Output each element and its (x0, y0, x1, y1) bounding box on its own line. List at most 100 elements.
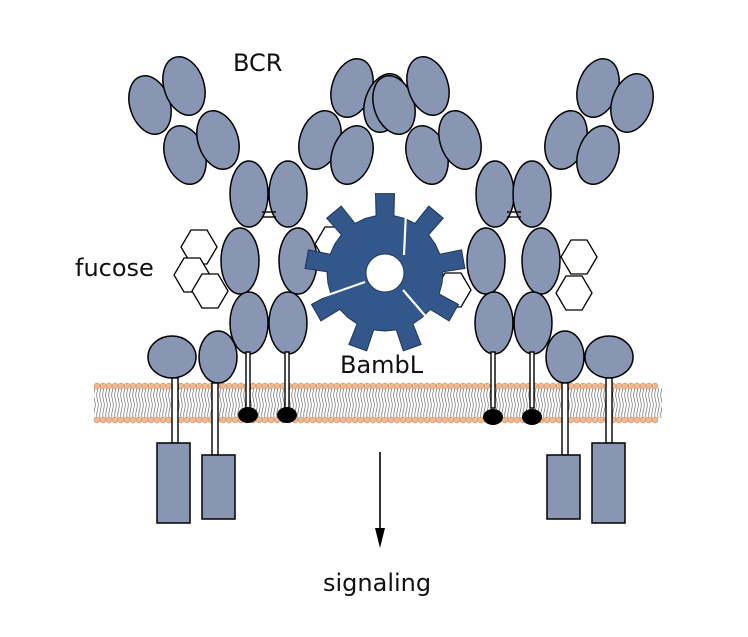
lipid-head (543, 382, 551, 390)
lipid-head (555, 416, 563, 424)
fc-domain (474, 291, 514, 355)
lipid-head (387, 382, 395, 390)
lipid-head (585, 382, 593, 390)
fab-domain (610, 73, 654, 133)
lipid-head (471, 416, 479, 424)
fucose-hexagon (191, 273, 229, 309)
lipid-head (135, 382, 143, 390)
lipid-head (615, 416, 623, 424)
lipid-head (405, 416, 413, 424)
lipid-head (333, 416, 341, 424)
bcr-label: BCR (233, 49, 283, 77)
lipid-anchors (238, 407, 542, 425)
lipid-head (459, 416, 467, 424)
hinge-links (262, 211, 521, 218)
lipid-head (447, 416, 455, 424)
fucose-label: fucose (75, 254, 154, 282)
ig-beta-tail (546, 454, 581, 520)
lipid-head (339, 382, 347, 390)
lipid-head (447, 382, 455, 390)
ig-beta-tail (201, 454, 236, 520)
lipid-head (231, 382, 239, 390)
lipid-head (201, 382, 209, 390)
lipid-head (351, 416, 359, 424)
lipid-head (549, 382, 557, 390)
lipid-head (537, 382, 545, 390)
lipid-head (339, 416, 347, 424)
lipid-head (315, 382, 323, 390)
ig-alpha-domain (584, 335, 634, 379)
lipid-head (255, 382, 263, 390)
lipid-head (177, 382, 185, 390)
lipid-head (147, 416, 155, 424)
lipid-head (303, 382, 311, 390)
lipid-head (345, 416, 353, 424)
fab-domain (162, 56, 206, 116)
lipid-head (615, 382, 623, 390)
fc-domain (521, 227, 561, 295)
lipid-head (135, 416, 143, 424)
lipid-head (153, 416, 161, 424)
lipid-head (621, 416, 629, 424)
lipid-head (429, 416, 437, 424)
lipid-head (639, 382, 647, 390)
lipid-head (309, 382, 317, 390)
lipid-head (123, 416, 131, 424)
lipid-head (507, 382, 515, 390)
lipid-head (357, 382, 365, 390)
lipid-head (321, 382, 329, 390)
lipid-head (177, 416, 185, 424)
lipid-head (225, 416, 233, 424)
lipid-head (123, 382, 131, 390)
lipid-head (459, 382, 467, 390)
lipid-head (393, 416, 401, 424)
lipid-head (471, 382, 479, 390)
lipid-head (375, 416, 383, 424)
lipid-head (513, 416, 521, 424)
lipid-head (627, 382, 635, 390)
ig-beta-domain (545, 330, 585, 384)
lipid-head (435, 416, 443, 424)
lipid-head (417, 416, 425, 424)
lipid-head (591, 416, 599, 424)
lipid-head (573, 382, 581, 390)
lipid-head (273, 382, 281, 390)
lipid-head (477, 382, 485, 390)
lipid-head (621, 382, 629, 390)
lipid-head (297, 382, 305, 390)
lipid-head (441, 382, 449, 390)
lipid-head (219, 416, 227, 424)
lipid-head (183, 416, 191, 424)
lipid-head (147, 382, 155, 390)
ig-alpha-tail (156, 442, 191, 524)
ig-alpha-domain (147, 335, 197, 379)
lipid-head (597, 382, 605, 390)
lipid-head (579, 416, 587, 424)
fucose-hexagon (555, 275, 593, 311)
lipid-head (573, 416, 581, 424)
lipid-head (429, 382, 437, 390)
lipid-head (297, 416, 305, 424)
lipid-head (453, 382, 461, 390)
lipid-head (261, 416, 269, 424)
lipid-head (291, 382, 299, 390)
fc-domain (512, 160, 552, 228)
ig-alpha-tail (591, 442, 626, 524)
lipid-head (189, 382, 197, 390)
lipid-head (195, 382, 203, 390)
lipid-head (303, 416, 311, 424)
lipid-head (129, 382, 137, 390)
lipid-head (411, 416, 419, 424)
lipid-head (651, 416, 659, 424)
lipid-head (453, 416, 461, 424)
lipid-head (405, 382, 413, 390)
lipid-head (105, 382, 113, 390)
lipid-head (93, 382, 101, 390)
lipid-head (639, 416, 647, 424)
lipid-head (99, 416, 107, 424)
lipid-head (225, 382, 233, 390)
lipid-head (99, 382, 107, 390)
fc-domain (466, 227, 506, 295)
bambl-label: BambL (340, 351, 424, 379)
